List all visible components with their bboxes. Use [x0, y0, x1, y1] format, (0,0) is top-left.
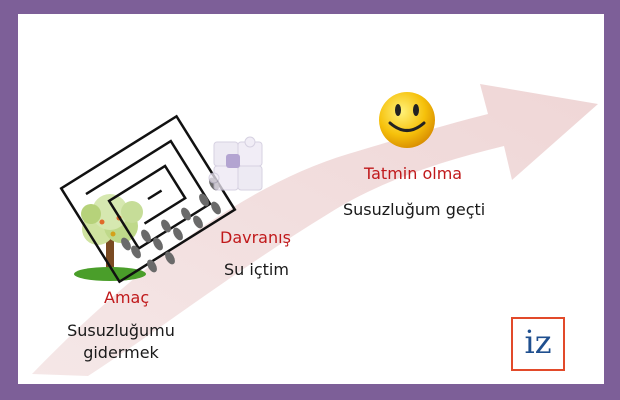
slide-canvas: Amaç Susuzluğumu gidermek Davranış Su iç…: [18, 14, 604, 384]
progress-arrow: [32, 84, 598, 376]
goal-description: Susuzluğumu gidermek: [67, 321, 175, 362]
behavior-title: Davranış: [220, 228, 291, 247]
behavior-description: Su içtim: [224, 260, 289, 279]
tree-icon: [74, 194, 146, 281]
goal-title: Amaç: [104, 288, 150, 307]
satisfaction-description: Susuzluğum geçti: [343, 200, 486, 219]
iz-logo: iz: [511, 317, 565, 371]
smiley-icon: [379, 92, 435, 148]
arrow-body: [32, 84, 598, 376]
footprints-icon: [121, 177, 221, 273]
satisfaction-title: Tatmin olma: [364, 164, 463, 183]
maze-icon: [59, 114, 237, 284]
puzzle-icon: [208, 136, 263, 191]
logo-text: iz: [524, 323, 552, 361]
